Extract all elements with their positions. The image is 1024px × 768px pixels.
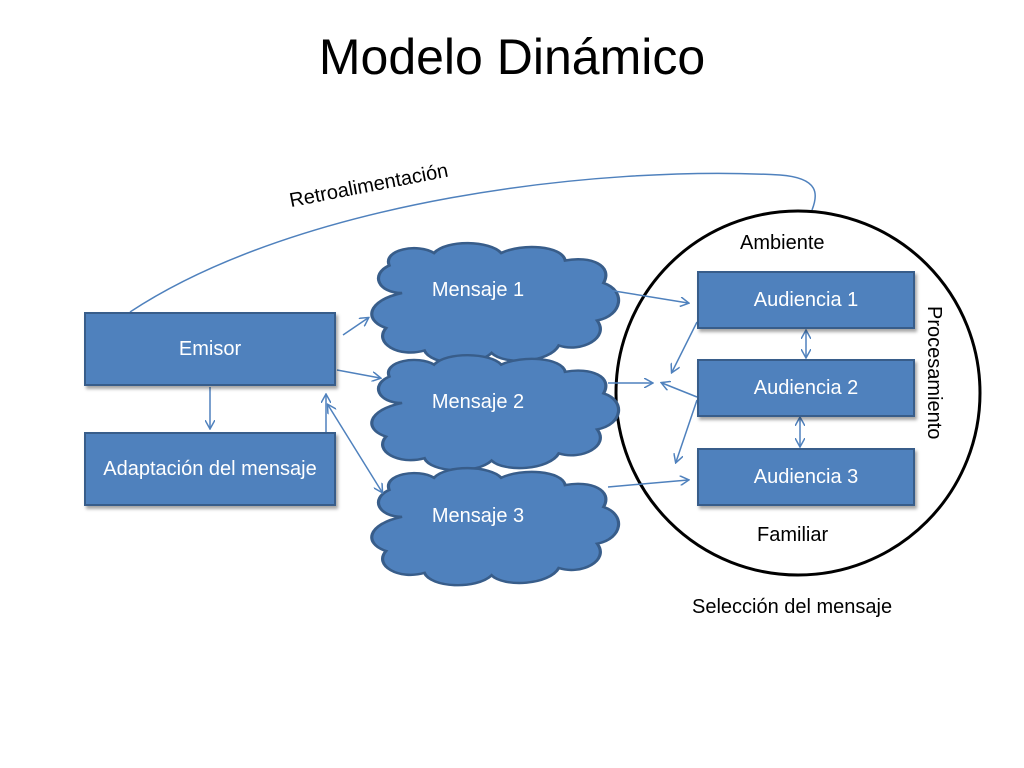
environment-circle — [614, 209, 982, 577]
ambiente-label: Ambiente — [740, 232, 825, 254]
arrow-audiencia2-in — [662, 383, 698, 398]
familiar-label: Familiar — [757, 524, 829, 546]
arrow-to-mensaje3 — [328, 405, 382, 492]
arrow-audiencia3-out — [676, 399, 698, 462]
cloud-mensaje-1 — [370, 241, 621, 365]
emisor-box: Emisor — [84, 312, 336, 386]
audiencia-3-box: Audiencia 3 — [697, 448, 915, 506]
audiencia-1-box: Audiencia 1 — [697, 271, 915, 329]
mensaje-2-label: Mensaje 2 — [431, 391, 525, 413]
feedback-curve — [129, 172, 817, 313]
audiencia-2-box: Audiencia 2 — [697, 359, 915, 417]
mensaje-1-label: Mensaje 1 — [431, 279, 525, 301]
slide-title: Modelo Dinámico — [318, 29, 706, 85]
arrow-audiencia1-out — [672, 321, 698, 372]
arrow-emisor-mensaje1 — [342, 318, 368, 336]
procesamiento-label: Procesamiento — [923, 306, 945, 440]
adaptacion-box: Adaptación del mensaje — [84, 432, 336, 506]
mensaje-3-label: Mensaje 3 — [431, 505, 525, 527]
arrow-mensaje3-audiencia3 — [607, 480, 688, 488]
arrow-mensaje1-audiencia1 — [607, 289, 688, 303]
seleccion-label: Selección del mensaje — [692, 596, 893, 618]
arrow-emisor-mensaje2 — [336, 369, 380, 378]
